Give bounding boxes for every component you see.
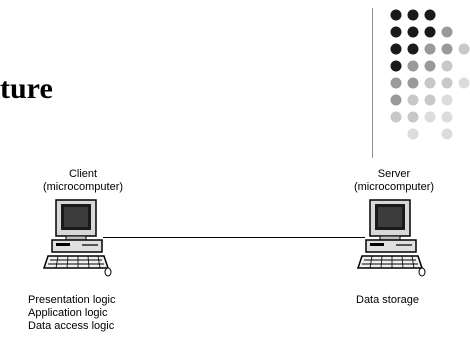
decor-dot — [424, 60, 436, 72]
decor-dot — [424, 94, 436, 106]
decor-dot — [441, 43, 453, 55]
client-function-item: Application logic — [28, 307, 108, 319]
decor-dot — [390, 9, 402, 21]
decor-dot — [424, 111, 436, 123]
client-function-item: Data access logic — [28, 320, 115, 332]
server-label-title: Server — [377, 168, 411, 180]
decor-dot — [390, 43, 402, 55]
decor-dot — [390, 94, 402, 106]
decor-dot — [424, 9, 436, 21]
decor-dot — [407, 94, 419, 106]
decor-dot — [407, 77, 419, 89]
decor-dot — [441, 111, 453, 123]
server-label: Server (microcomputer) — [339, 168, 449, 194]
server-functions: Data storage — [356, 294, 419, 307]
decor-dot — [407, 26, 419, 38]
server-computer-icon — [356, 199, 426, 277]
client-label-subtitle: (microcomputer) — [42, 181, 124, 193]
dot-grid-decoration — [390, 9, 470, 140]
decor-dot — [407, 60, 419, 72]
title-divider — [372, 8, 373, 158]
decor-dot — [424, 26, 436, 38]
decor-dot — [441, 94, 453, 106]
decor-dot — [424, 77, 436, 89]
slide-title: ture — [0, 72, 53, 105]
decor-dot — [441, 60, 453, 72]
decor-dot — [458, 43, 470, 55]
decor-dot — [390, 60, 402, 72]
network-link — [103, 237, 365, 238]
client-computer-icon — [42, 199, 112, 277]
decor-dot — [407, 9, 419, 21]
decor-dot — [407, 43, 419, 55]
client-functions: Presentation logic Application logic Dat… — [28, 294, 115, 333]
decor-dot — [441, 77, 453, 89]
client-label-title: Client — [68, 168, 98, 180]
decor-dot — [458, 77, 470, 89]
server-label-subtitle: (microcomputer) — [353, 181, 435, 193]
decor-dot — [441, 26, 453, 38]
decor-dot — [390, 26, 402, 38]
decor-dot — [390, 111, 402, 123]
decor-dot — [424, 43, 436, 55]
client-function-item: Presentation logic — [28, 294, 116, 306]
decor-dot — [441, 128, 453, 140]
client-label: Client (microcomputer) — [28, 168, 138, 194]
server-function-item: Data storage — [356, 294, 419, 306]
decor-dot — [407, 111, 419, 123]
decor-dot — [407, 128, 419, 140]
decor-dot — [390, 77, 402, 89]
